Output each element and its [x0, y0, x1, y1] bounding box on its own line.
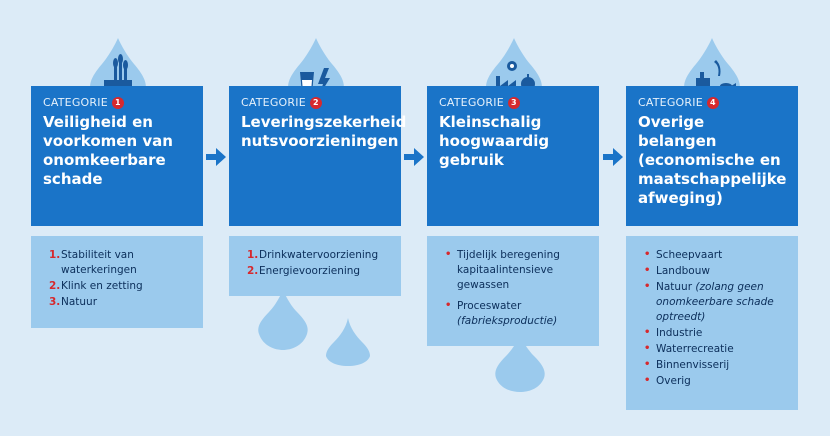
list-item-text: Energievoorziening: [259, 265, 361, 277]
list-marker: •: [644, 281, 651, 292]
list-item: 2.Energievoorziening: [247, 264, 387, 279]
list-marker: •: [445, 300, 452, 311]
item-list: • Tijdelijk beregening kapitaalintensieve…: [445, 248, 585, 329]
list-marker: •: [644, 343, 651, 354]
category-number-badge: 1: [111, 96, 124, 109]
list-marker: 3.: [49, 296, 61, 308]
arrow-right-icon: [603, 148, 623, 166]
list-marker: •: [644, 265, 651, 276]
category-label-row: CATEGORIE 4: [638, 96, 786, 109]
list-item-text: Klink en zetting: [61, 280, 143, 292]
list-item-text: Proceswater: [457, 300, 522, 312]
list-item: 2.Klink en zetting: [49, 279, 189, 294]
arrow-right-icon: [206, 148, 226, 166]
list-item-text: Waterrecreatie: [656, 343, 734, 355]
falling-drop-1: [258, 290, 308, 350]
detail-box-3: • Tijdelijk beregening kapitaalintensieve…: [427, 236, 599, 346]
category-title: Leveringszekerheid nutsvoorzieningen: [241, 113, 407, 150]
item-list: • Scheepvaart • Landbouw • Natuur (zolang g…: [644, 248, 784, 389]
list-marker: 2.: [49, 280, 61, 292]
list-item-text: Industrie: [656, 327, 703, 339]
category-number-badge: 3: [507, 96, 520, 109]
list-item: • Binnenvisserij: [644, 358, 784, 373]
list-marker: •: [644, 327, 651, 338]
category-title: Veiligheid en voorkomen van onomkeerbare…: [43, 113, 173, 188]
detail-box-2: 1.Drinkwatervoorziening 2.Energievoorzie…: [229, 236, 401, 296]
list-item: 1.Stabiliteit van waterkeringen: [49, 248, 189, 278]
falling-drop-3: [495, 336, 545, 392]
list-item-text: Tijdelijk beregening kapitaalintensieve …: [457, 249, 560, 291]
list-item: 3.Natuur: [49, 295, 189, 310]
list-item: • Proceswater (fabrieksproductie): [445, 299, 585, 329]
detail-box-4: • Scheepvaart • Landbouw • Natuur (zolang g…: [626, 236, 798, 410]
list-item: • Industrie: [644, 326, 784, 341]
category-word: CATEGORIE: [43, 96, 108, 109]
list-item: 1.Drinkwatervoorziening: [247, 248, 387, 263]
list-item-text: Natuur: [656, 281, 693, 293]
list-marker: •: [644, 375, 651, 386]
list-item: • Waterrecreatie: [644, 342, 784, 357]
item-list: 1.Drinkwatervoorziening 2.Energievoorzie…: [247, 248, 387, 279]
list-item: • Natuur (zolang geen onomkeerbare schade…: [644, 280, 784, 325]
list-item: • Tijdelijk beregening kapitaalintensieve…: [445, 248, 585, 293]
category-word: CATEGORIE: [439, 96, 504, 109]
list-marker: •: [644, 249, 651, 260]
category-number-badge: 2: [309, 96, 322, 109]
list-item-text: Drinkwatervoorziening: [259, 249, 379, 261]
detail-box-1: 1.Stabiliteit van waterkeringen 2.Klink …: [31, 236, 203, 328]
list-item-text: Landbouw: [656, 265, 710, 277]
list-marker: 2.: [247, 265, 259, 277]
category-label-row: CATEGORIE 2: [241, 96, 389, 109]
falling-drop-2: [326, 318, 370, 366]
list-marker: •: [644, 359, 651, 370]
category-word: CATEGORIE: [241, 96, 306, 109]
list-item-note: (zolang geen onomkeerbare schade optreed…: [656, 281, 774, 323]
category-label-row: CATEGORIE 3: [439, 96, 587, 109]
category-title: Kleinschalig hoogwaardig gebruik: [439, 113, 550, 169]
list-marker: 1.: [247, 249, 259, 261]
list-item: • Scheepvaart: [644, 248, 784, 263]
list-marker: 1.: [49, 249, 61, 261]
category-card-4: CATEGORIE 4 Overige belangen (economisch…: [626, 86, 798, 226]
list-item-text: Stabiliteit van waterkeringen: [61, 249, 137, 276]
list-item-note: (fabrieksproductie): [457, 315, 558, 327]
item-list: 1.Stabiliteit van waterkeringen 2.Klink …: [49, 248, 189, 310]
category-word: CATEGORIE: [638, 96, 703, 109]
list-item-text: Scheepvaart: [656, 249, 723, 261]
category-label-row: CATEGORIE 1: [43, 96, 191, 109]
list-item: • Overig: [644, 374, 784, 389]
list-marker: •: [445, 249, 452, 260]
list-item: • Landbouw: [644, 264, 784, 279]
category-number-badge: 4: [706, 96, 719, 109]
arrow-right-icon: [404, 148, 424, 166]
category-card-3: CATEGORIE 3 Kleinschalig hoogwaardig geb…: [427, 86, 599, 226]
category-card-2: CATEGORIE 2 Leveringszekerheid nutsvoorz…: [229, 86, 407, 226]
category-title: Overige belangen (economische en maatsch…: [638, 113, 787, 207]
category-card-1: CATEGORIE 1 Veiligheid en voorkomen van …: [31, 86, 203, 226]
list-item-text: Natuur: [61, 296, 98, 308]
list-item-text: Overig: [656, 375, 691, 387]
list-item-text: Binnenvisserij: [656, 359, 730, 371]
